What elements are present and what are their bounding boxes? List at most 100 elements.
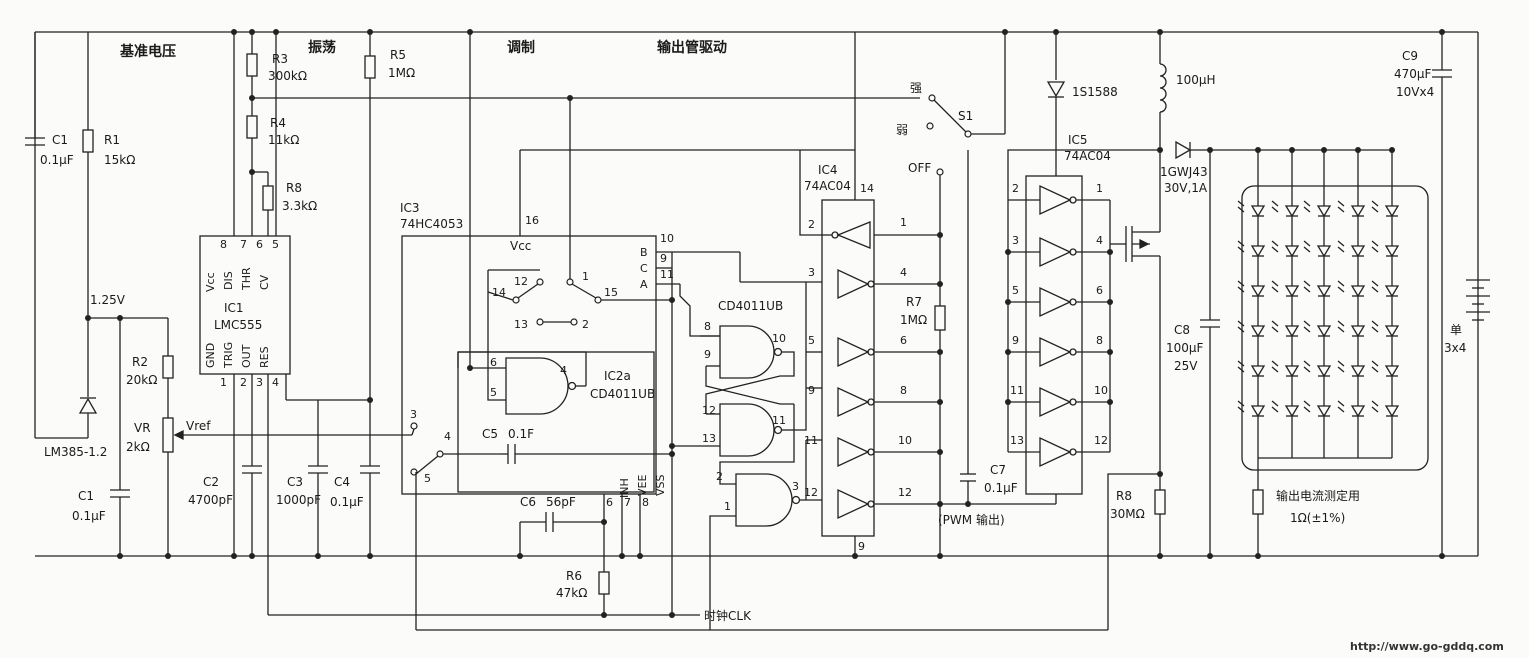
r3-ref: R3 (272, 52, 288, 66)
r4-value: 11kΩ (268, 133, 299, 147)
c5-ref: C5 (482, 427, 498, 441)
ic5-pin5: 5 (1012, 284, 1019, 297)
ic5-pin3: 3 (1012, 234, 1019, 247)
r4-ref: R4 (270, 116, 286, 130)
c1-bot-value: 0.1μF (72, 509, 106, 523)
ic4-pin6: 6 (900, 334, 907, 347)
c4-value: 0.1μF (330, 495, 364, 509)
led-light-arrow (1237, 360, 1245, 373)
nand-gate-ic2a (505, 357, 569, 415)
ic2a-vee: VEE (636, 475, 649, 496)
led (1250, 205, 1266, 218)
c4-ref: C4 (334, 475, 350, 489)
led (1350, 245, 1366, 258)
led-light-arrow (1237, 200, 1245, 213)
resistor-r5 (364, 55, 376, 79)
led-column-junction (1289, 147, 1295, 153)
ic3-pin2: 2 (582, 318, 589, 331)
ic5-pin1: 1 (1096, 182, 1103, 195)
ic3-pin13: 13 (514, 318, 528, 331)
led-column-junction (1255, 147, 1261, 153)
ic4-pin12-in: 12 (804, 486, 818, 499)
led (1284, 245, 1300, 258)
nand-gate-ic2-mid (719, 403, 775, 457)
ic5-pin12: 12 (1094, 434, 1108, 447)
ic4-pin5: 5 (808, 334, 815, 347)
led (1250, 245, 1266, 258)
led-array-box (1241, 185, 1429, 471)
l1-label: 100μH (1176, 73, 1216, 87)
led-light-arrow (1271, 280, 1279, 293)
r1-ref: R1 (104, 133, 120, 147)
c9-value: 470μF (1394, 67, 1432, 81)
resistor-r2 (162, 355, 174, 379)
ic4-part: 74AC04 (804, 179, 851, 193)
ic3-pin5: 5 (424, 472, 431, 485)
ic1-pin8: 8 (220, 238, 227, 251)
ic2-part: CD4011UB (718, 299, 783, 313)
section-oscillation: 振荡 (308, 39, 336, 56)
c1-top-ref: C1 (52, 133, 68, 147)
c5-value: 0.1F (508, 427, 534, 441)
ic4-pin3: 3 (808, 266, 815, 279)
ic2a-pin6b: 6 (606, 496, 613, 509)
ic2-pin9: 9 (704, 348, 711, 361)
ic1-out: OUT (240, 344, 253, 368)
c1-top-value: 0.1μF (40, 153, 74, 167)
ic1-trig: TRIG (222, 342, 235, 369)
ic2a-pin5: 5 (490, 386, 497, 399)
led-light-arrow (1271, 360, 1279, 373)
r8-output-value: 30MΩ (1110, 507, 1145, 521)
resistor-shunt-1ohm (1252, 489, 1264, 515)
c3-ref: C3 (287, 475, 303, 489)
watermark-url: http://www.go-gddq.com (1350, 640, 1504, 653)
c7-value: 0.1μF (984, 481, 1018, 495)
led-light-arrow (1303, 400, 1311, 413)
shunt-value: 1Ω(±1%) (1290, 511, 1345, 525)
led-light-arrow (1371, 320, 1379, 333)
ic2a-pin7: 7 (624, 496, 631, 509)
led-light-arrow (1371, 360, 1379, 373)
ic2a-pin8: 8 (642, 496, 649, 509)
shunt-label: 输出电流测定用 (1276, 488, 1360, 503)
r8-timer-ref: R8 (286, 181, 302, 195)
ic4-pin14: 14 (860, 182, 874, 195)
resistor-r8-output (1154, 489, 1166, 515)
ic2-pin10: 10 (772, 332, 786, 345)
ic5-part: 74AC04 (1064, 149, 1111, 163)
ic5-pin6: 6 (1096, 284, 1103, 297)
led-light-arrow (1303, 240, 1311, 253)
led (1350, 325, 1366, 338)
led-light-arrow (1237, 240, 1245, 253)
r8-output-ref: R8 (1116, 489, 1132, 503)
ic1-vcc: Vcc (204, 272, 217, 292)
ic4-name: IC4 (818, 163, 838, 177)
vr-value: 2kΩ (126, 440, 150, 454)
r2-ref: R2 (132, 355, 148, 369)
led-light-arrow (1337, 360, 1345, 373)
clock-label: 时钟CLK (704, 608, 752, 623)
c9-rating: 10Vx4 (1396, 85, 1434, 99)
vr-ref: VR (134, 421, 151, 435)
ic3-pin12: 12 (514, 275, 528, 288)
r1-value: 15kΩ (104, 153, 135, 167)
ic1-name: IC1 (224, 301, 244, 315)
c8-value: 100μF (1166, 341, 1204, 355)
battery-stack (1466, 279, 1490, 321)
c6-value: 56pF (546, 495, 576, 509)
ic4-74ac04 (821, 199, 875, 537)
led-light-arrow (1371, 240, 1379, 253)
led (1316, 365, 1332, 378)
led (1284, 285, 1300, 298)
ic3-pin9: 9 (660, 252, 667, 265)
ic1-dis: DIS (222, 271, 235, 290)
ic5-pin4: 4 (1096, 234, 1103, 247)
led-light-arrow (1303, 200, 1311, 213)
led-light-arrow (1303, 320, 1311, 333)
led-light-arrow (1337, 400, 1345, 413)
c7-ref: C7 (990, 463, 1006, 477)
led (1250, 365, 1266, 378)
ic5-pin11: 11 (1010, 384, 1024, 397)
section-reference-voltage: 基准电压 (120, 43, 176, 60)
led-light-arrow (1237, 320, 1245, 333)
